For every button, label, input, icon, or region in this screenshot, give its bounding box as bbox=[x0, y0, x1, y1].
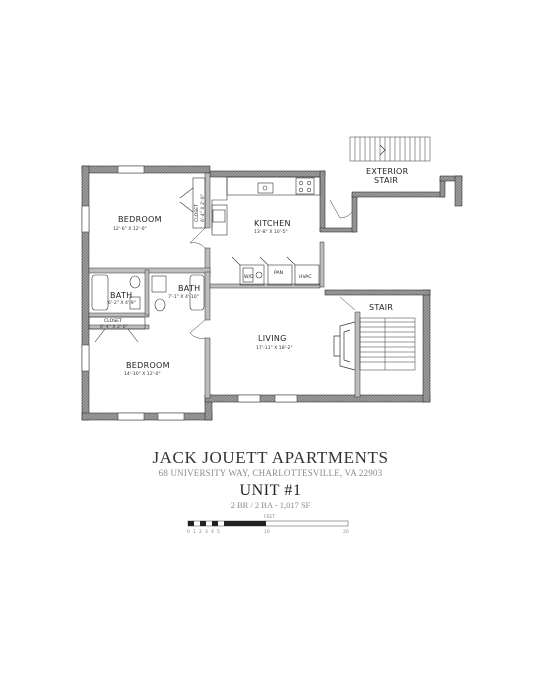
property-name: JACK JOUETT APARTMENTS bbox=[152, 448, 389, 467]
interior-stair bbox=[359, 317, 416, 371]
bedroom-2-label: BEDROOM bbox=[126, 361, 170, 370]
stair-label: STAIR bbox=[369, 303, 393, 312]
exterior-walls bbox=[81, 165, 463, 421]
utility-closets bbox=[231, 256, 320, 286]
exterior-stair-label-2: STAIR bbox=[374, 176, 398, 185]
hvac-label: HVAC bbox=[299, 274, 312, 280]
scale-segment-1 bbox=[188, 521, 194, 526]
bath-fixtures bbox=[91, 274, 205, 312]
closet-2-dims: 6'-4" X 2'-0" bbox=[100, 324, 128, 330]
doors bbox=[189, 199, 356, 339]
closet-1-label: CLOSET bbox=[194, 204, 200, 222]
scale-segment-2 bbox=[200, 521, 206, 526]
windows bbox=[81, 165, 298, 421]
bath-2-label: BATH bbox=[178, 284, 200, 293]
living-dims: 17'-11" X 18'-2" bbox=[256, 345, 293, 351]
bedroom-1-label: BEDROOM bbox=[118, 215, 162, 224]
scale-tick-20: 20 bbox=[343, 529, 349, 535]
washer-dryer-label: W/D bbox=[244, 274, 254, 280]
kitchen-counters bbox=[211, 176, 321, 236]
bath-1-label: BATH bbox=[110, 291, 132, 300]
exterior-stair-treads bbox=[349, 136, 431, 162]
scale-segment-3 bbox=[212, 521, 218, 526]
scale-segment-4 bbox=[224, 521, 266, 526]
scale-tick-10: 10 bbox=[264, 529, 270, 535]
bath-2-dims: 7'-1" X 4'-10" bbox=[168, 294, 199, 300]
scale-unit-label: FEET bbox=[264, 514, 275, 520]
kitchen-label: KITCHEN bbox=[254, 219, 291, 228]
bath-1-dims: 6'-2" X 4'-9" bbox=[108, 300, 136, 306]
scale-tick-1: 1 bbox=[193, 529, 196, 535]
pantry-label: PAN bbox=[274, 270, 283, 276]
exterior-stair-label-1: EXTERIOR bbox=[366, 167, 409, 176]
fireplace bbox=[333, 321, 356, 371]
closet-2-label: CLOSET bbox=[104, 318, 122, 324]
scale-tick-5: 5 bbox=[217, 529, 220, 535]
unit-number: UNIT #1 bbox=[239, 482, 302, 499]
unit-info: 2 BR / 2 BA - 1,017 SF bbox=[230, 500, 311, 510]
floor-plan: BEDROOM 12'-6" X 12'-0" CLOSET 6'-4" X 2… bbox=[81, 136, 463, 421]
interior-walls bbox=[88, 172, 361, 399]
bedroom-2-dims: 14'-10" X 12'-0" bbox=[124, 371, 161, 377]
scale-tick-0: 0 bbox=[187, 529, 190, 535]
kitchen-dims: 13'-8" X 10'-5" bbox=[254, 229, 288, 235]
bedroom-1-dims: 12'-6" X 12'-0" bbox=[113, 226, 147, 232]
closet-1 bbox=[179, 177, 206, 229]
closet-1-dims: 6'-4" X 2'-0" bbox=[200, 194, 206, 222]
scale-tick-2: 2 bbox=[199, 529, 202, 535]
scale-bar: FEET 0 1 2 3 4 5 10 20 bbox=[187, 514, 349, 535]
living-label: LIVING bbox=[258, 334, 287, 343]
scale-tick-3: 3 bbox=[205, 529, 208, 535]
closet-2 bbox=[88, 316, 146, 343]
property-address: 68 UNIVERSITY WAY, CHARLOTTESVILLE, VA 2… bbox=[158, 468, 383, 478]
scale-tick-4: 4 bbox=[211, 529, 214, 535]
